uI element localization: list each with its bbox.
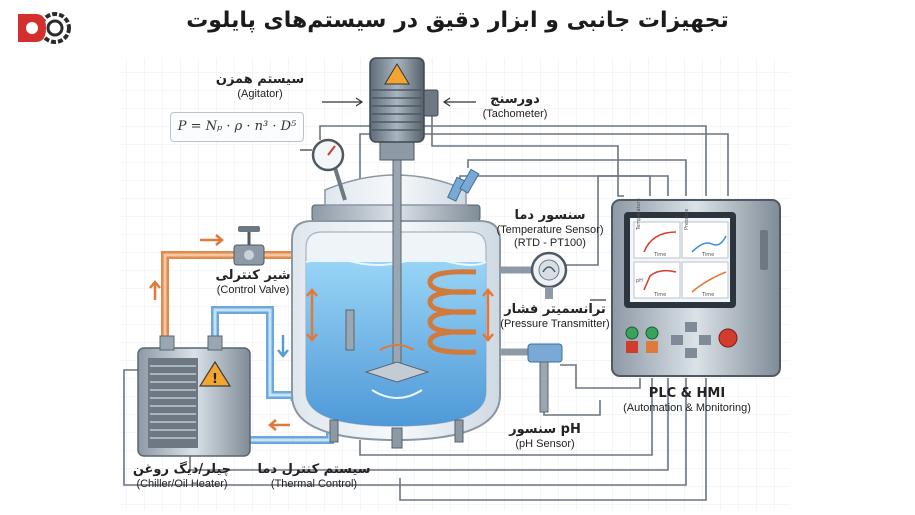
thermal-control-label: سیستم کنترل دما(Thermal Control): [257, 462, 371, 490]
chiller-unit: [137, 335, 251, 457]
agitator-label: سیستم همزن(Agitator): [215, 72, 305, 100]
control-valve: [233, 226, 265, 266]
chart-ylabel-1: Temperature: [636, 198, 642, 230]
agitator-shaft: [345, 159, 430, 399]
chart-xlabel-3: Time: [654, 292, 667, 298]
pressure-transmitter-label: ترانسمیتر فشار(Pressure Transmitter): [500, 302, 610, 330]
thermal-pipes: [161, 251, 539, 444]
lid-nozzles: [447, 168, 480, 202]
warning-icon: !: [198, 360, 232, 387]
svg-text:!: !: [212, 372, 218, 387]
logo-icon: [14, 8, 76, 48]
chart-xlabel-2: Time: [702, 252, 715, 258]
chiller-label: چیلر/دیگ روغن(Chiller/Oil Heater): [132, 462, 232, 490]
chart-ylabel-3: pH: [636, 278, 643, 284]
gauge-icon: [311, 138, 347, 201]
tachometer-label: دورسنج(Tachometer): [482, 92, 548, 120]
temperature-sensor-label: سنسور دما(Temperature Sensor)(RTD - PT10…: [496, 208, 604, 249]
motor-icon: [369, 57, 439, 161]
ph-sensor-label: pH سنسور(pH Sensor): [509, 422, 581, 450]
chart-xlabel-1: Time: [654, 252, 667, 258]
chart-xlabel-4: Time: [702, 292, 715, 298]
heating-coil: [427, 269, 477, 355]
chart-ylabel-2: Pressure: [684, 208, 690, 230]
flow-arrows: [149, 234, 302, 431]
plc-hmi-label: PLC & HMI(Automation & Monitoring): [623, 386, 751, 414]
screen-charts: [633, 221, 729, 299]
pressure-transmitter: [527, 343, 563, 413]
temperature-sensor: [530, 251, 568, 299]
control-valve-label: شیر کنترلی(Control Valve): [215, 268, 291, 296]
page-title: تجهیزات جانبی و ابزار دقیق در سیستم‌های …: [186, 8, 729, 33]
power-formula: P = Nₚ · ρ · n³ · D⁵: [170, 112, 304, 142]
